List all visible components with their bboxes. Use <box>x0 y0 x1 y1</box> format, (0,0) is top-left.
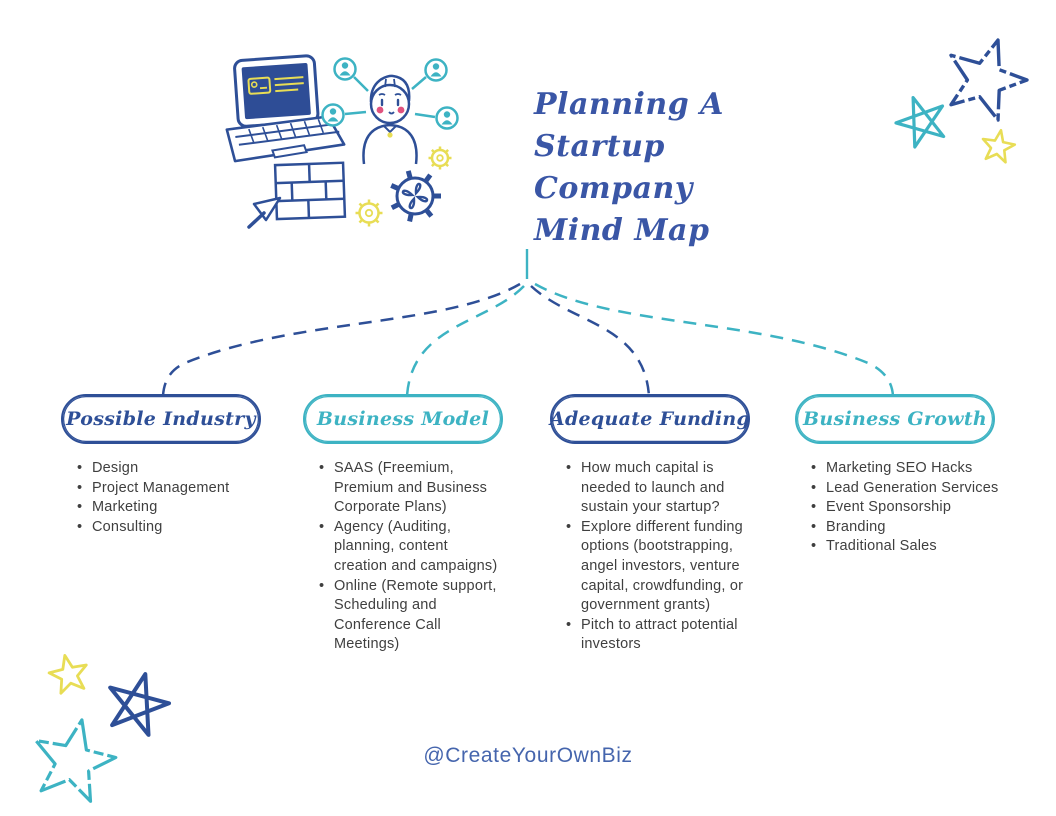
connector-business-model <box>405 285 525 397</box>
title-line: Mind Map <box>534 213 710 248</box>
yellow-star-icon <box>47 653 88 695</box>
list-item: Pitch to attract potential investors <box>566 616 759 655</box>
list-item: Consulting <box>77 518 282 538</box>
network-contacts-icon <box>321 57 459 130</box>
branch-pill: Adequate Funding <box>550 394 750 444</box>
navy-scribble-star-icon <box>108 672 171 737</box>
startup-doodle-illustration <box>225 54 459 229</box>
branch-label: Business Growth <box>802 408 988 430</box>
title-line: Startup Company <box>534 129 693 206</box>
branch-connectors <box>161 249 895 397</box>
small-gear-icon <box>428 146 452 170</box>
list-item: How much capital is needed to launch and… <box>566 459 759 518</box>
footer-handle: @CreateYourOwnBiz <box>423 744 633 767</box>
list-item: Agency (Auditing, planning, content crea… <box>319 518 498 577</box>
branch-label: Business Model <box>316 408 490 430</box>
list-item: Branding <box>811 518 1011 538</box>
list-item: Lead Generation Services <box>811 479 1011 499</box>
branch-pill: Business Model <box>303 394 503 444</box>
branch-item-list: DesignProject ManagementMarketingConsult… <box>77 459 282 537</box>
list-item: Marketing <box>77 498 282 518</box>
list-item: Online (Remote support, Scheduling and C… <box>319 577 498 655</box>
person-icon <box>362 74 418 165</box>
trowel-icon <box>247 196 282 229</box>
branch-item-list: SAAS (Freemium, Premium and Business Cor… <box>319 459 498 655</box>
branch-pill: Business Growth <box>795 394 995 444</box>
brick-wall-icon <box>273 161 347 221</box>
branch-label: Possible Industry <box>66 408 256 430</box>
branch-item-list: How much capital is needed to launch and… <box>566 459 759 655</box>
small-gear-icon <box>355 199 383 227</box>
page-title: Planning A Startup Company Mind Map <box>534 84 834 252</box>
yellow-star-icon <box>981 129 1017 164</box>
title-line: Planning A <box>534 87 724 122</box>
list-item: Explore different funding options (boots… <box>566 518 759 616</box>
list-item: SAAS (Freemium, Premium and Business Cor… <box>319 459 498 518</box>
list-item: Marketing SEO Hacks <box>811 459 1011 479</box>
branch-possible-industry: Possible Industry DesignProject Manageme… <box>61 394 282 537</box>
star-cluster-bottom-left <box>34 653 171 803</box>
list-item: Design <box>77 459 282 479</box>
list-item: Event Sponsorship <box>811 498 1011 518</box>
branch-business-model: Business Model SAAS (Freemium, Premium a… <box>303 394 503 655</box>
navy-dashed-star-icon <box>949 38 1029 122</box>
teal-scribble-star-icon <box>894 96 946 149</box>
branch-adequate-funding: Adequate Funding How much capital is nee… <box>550 394 759 655</box>
gear-icon <box>390 170 441 222</box>
connector-adequate-funding <box>530 285 651 397</box>
teal-dashed-star-icon <box>34 718 118 803</box>
branch-pill: Possible Industry <box>61 394 261 444</box>
laptop-icon <box>225 54 346 163</box>
connector-possible-industry <box>161 282 521 397</box>
list-item: Traditional Sales <box>811 537 1011 557</box>
connector-business-growth <box>534 282 895 397</box>
star-cluster-top-right <box>894 38 1029 164</box>
branch-business-growth: Business Growth Marketing SEO HacksLead … <box>795 394 1011 557</box>
list-item: Project Management <box>77 479 282 499</box>
branch-item-list: Marketing SEO HacksLead Generation Servi… <box>811 459 1011 557</box>
branch-label: Adequate Funding <box>549 408 751 430</box>
